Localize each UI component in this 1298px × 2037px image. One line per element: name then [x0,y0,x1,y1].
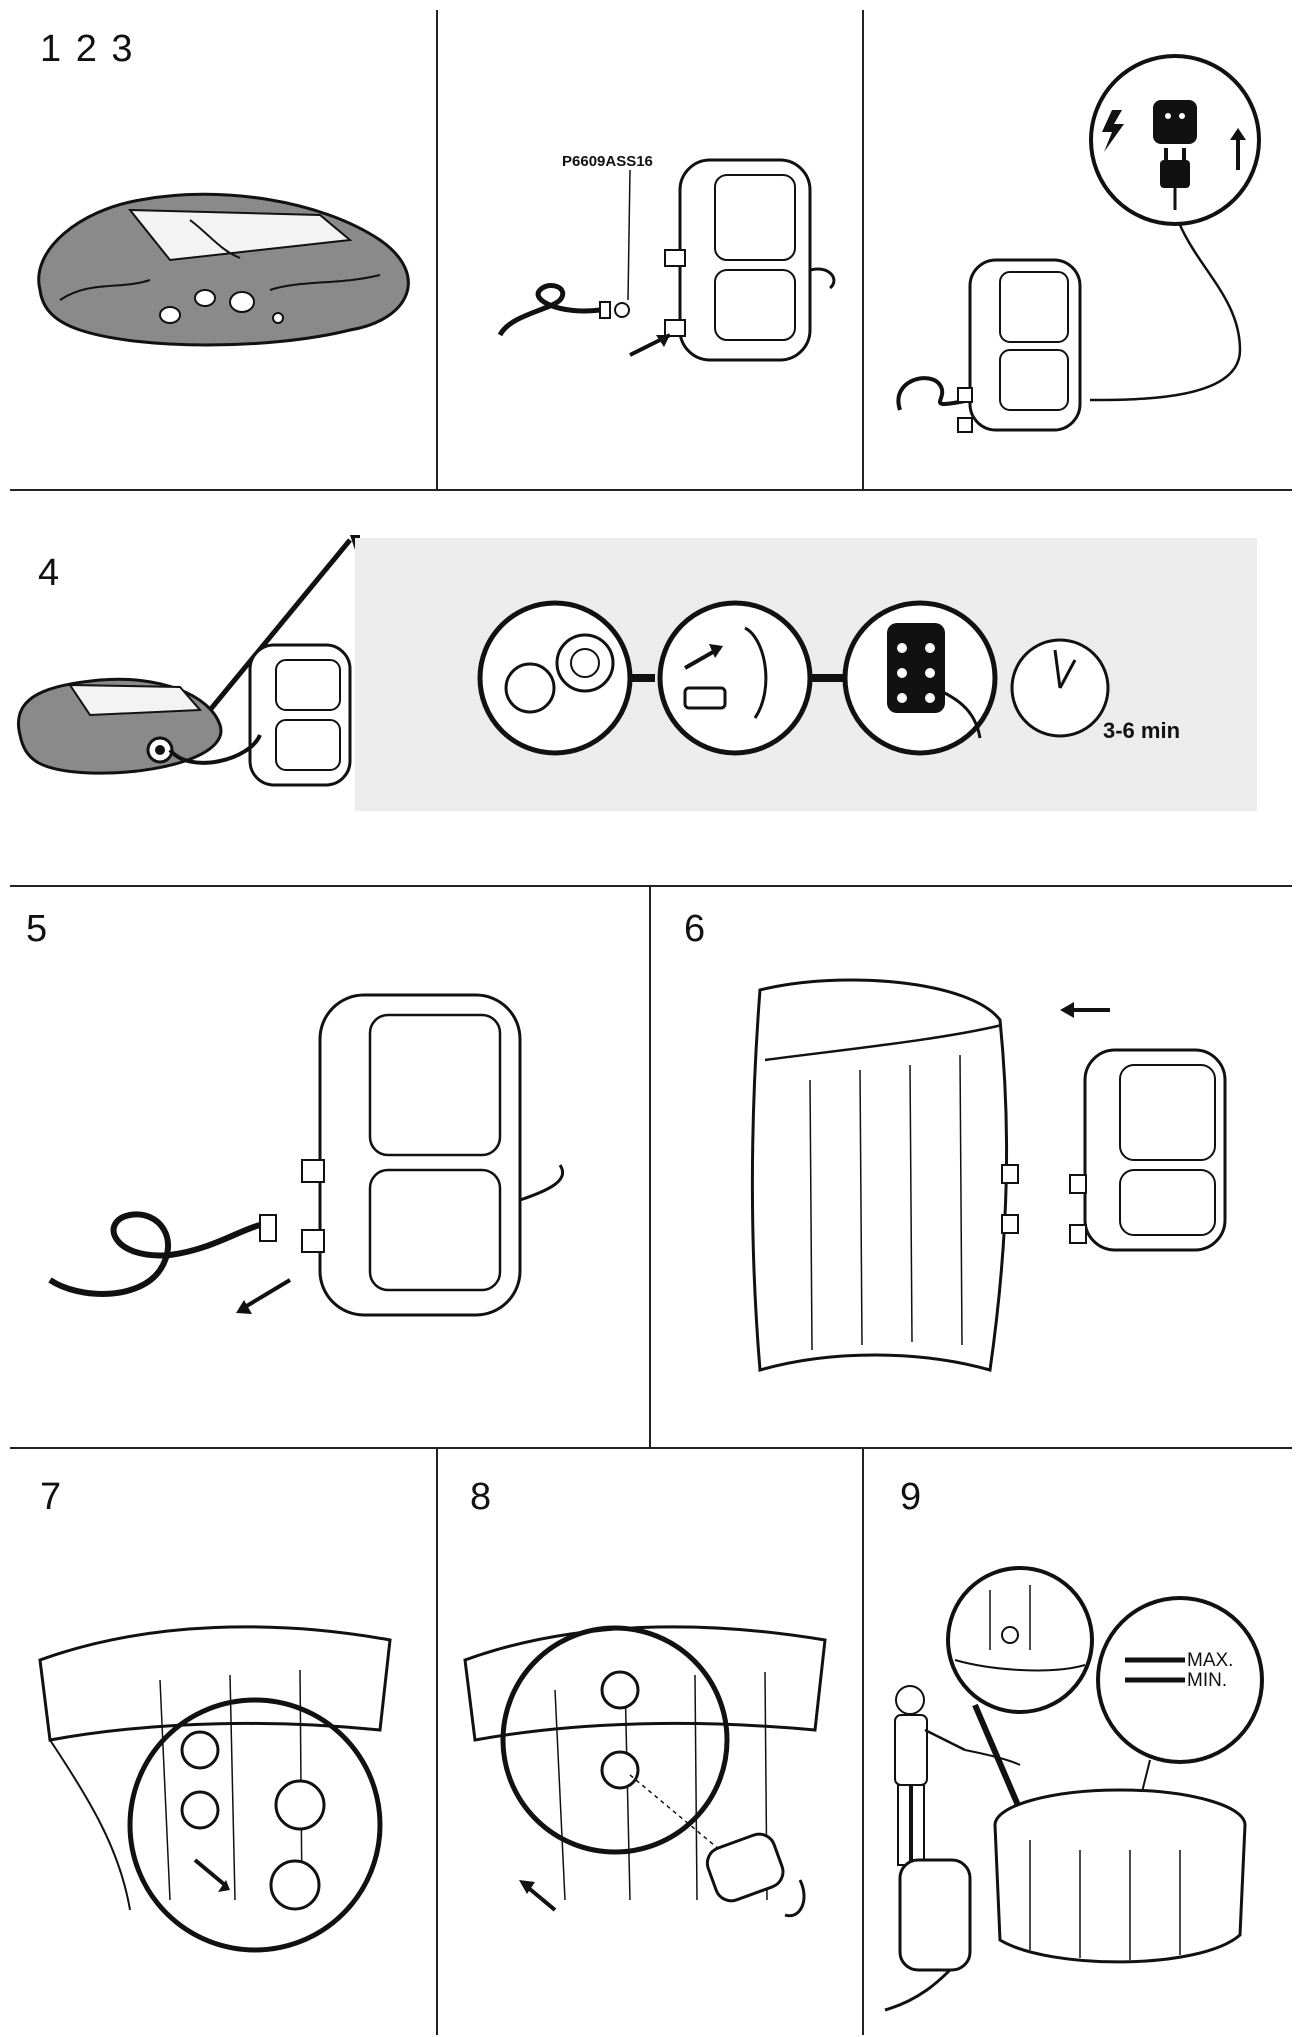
divider-v-row1-b [862,10,864,489]
divider-row1 [10,489,1292,491]
divider-v-row3 [649,886,651,1447]
duration-label: 3-6 min [1103,718,1180,743]
panel-inflate-sequence: 3-6 min [355,538,1257,811]
step-number-8: 8 [470,1476,494,1518]
divider-row3-top [10,885,1292,887]
panel-connect-pump-spa [740,970,1260,1390]
panel-remove-caps [30,1600,430,1980]
divider-v-row4-b [862,1448,864,2035]
step-number-1-2-3: 1 2 3 [40,28,135,70]
panel-power-plug [880,40,1280,460]
divider-v-row4-a [436,1448,438,2035]
panel-fill-water: MAX. MIN. [880,1550,1290,2030]
panel-deflated-spa [20,180,420,360]
panel-remove-hose [40,980,600,1360]
part-number-label: P6609ASS16 [562,153,653,170]
panel-inflate-setup [10,535,360,795]
step-number-6: 6 [684,908,708,950]
step-number-5: 5 [26,908,50,950]
step-number-4: 4 [38,552,62,594]
step-number-7: 7 [40,1476,64,1518]
panel-install-filter [455,1600,855,1980]
max-level-label: MAX. [1187,1650,1233,1671]
panel-hose-connection: P6609ASS16 [470,140,850,390]
step-number-9: 9 [900,1476,924,1518]
divider-v-row1-a [436,10,438,489]
divider-row4-top [10,1447,1292,1449]
min-level-label: MIN. [1187,1670,1227,1691]
